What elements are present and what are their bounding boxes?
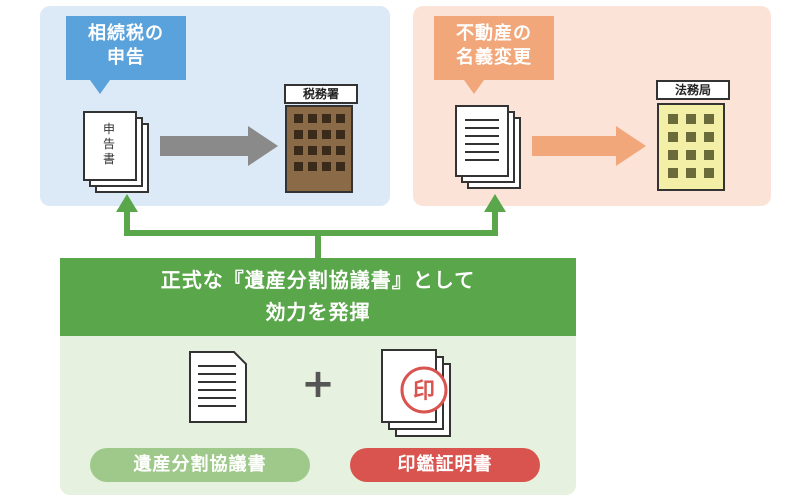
connector-right-stem (492, 208, 498, 236)
seal-certificate-icon: 印 (381, 349, 451, 437)
arrow-up-icon (484, 194, 506, 212)
tax-return-label-char: 申 (102, 122, 115, 136)
arrow-up-icon (116, 194, 138, 212)
registration-document-icon (455, 105, 521, 189)
tax-filing-callout-text: 相続税の 申告 (88, 23, 164, 68)
tax-filing-callout: 相続税の 申告 (66, 16, 186, 94)
legal-affairs-bureau-building-icon (657, 103, 725, 191)
agreement-label-pill: 遺産分割協議書 (90, 448, 310, 482)
effect-banner-line1: 正式な『遺産分割協議書』として (160, 268, 476, 292)
connector-horizontal (124, 230, 498, 236)
legal-affairs-bureau-label: 法務局 (656, 80, 730, 100)
arrow-right-icon (160, 126, 278, 166)
callout-tail (90, 80, 110, 94)
agreement-document-icon (189, 351, 247, 423)
tax-return-document-icon (83, 111, 149, 193)
title-transfer-callout: 不動産の 名義変更 (434, 16, 554, 94)
title-transfer-callout-text: 不動産の 名義変更 (456, 23, 532, 68)
tax-return-label-char: 書 (102, 152, 115, 166)
effect-banner: 正式な『遺産分割協議書』として 効力を発揮 (60, 258, 576, 336)
effect-banner-line2: 効力を発揮 (265, 300, 371, 324)
connector-stem (315, 230, 321, 260)
seal-glyph: 印 (413, 379, 435, 404)
arrow-right-icon (532, 126, 646, 166)
tax-office-label: 税務署 (284, 84, 358, 104)
tax-return-label-char: 告 (102, 137, 115, 151)
connector-left-stem (124, 208, 130, 236)
tax-return-document-label: 申 告 書 (102, 122, 116, 167)
tax-office-building-icon (285, 105, 353, 193)
plus-icon: + (301, 361, 335, 407)
callout-tail (464, 80, 484, 94)
seal-certificate-label-pill: 印鑑証明書 (350, 448, 540, 482)
